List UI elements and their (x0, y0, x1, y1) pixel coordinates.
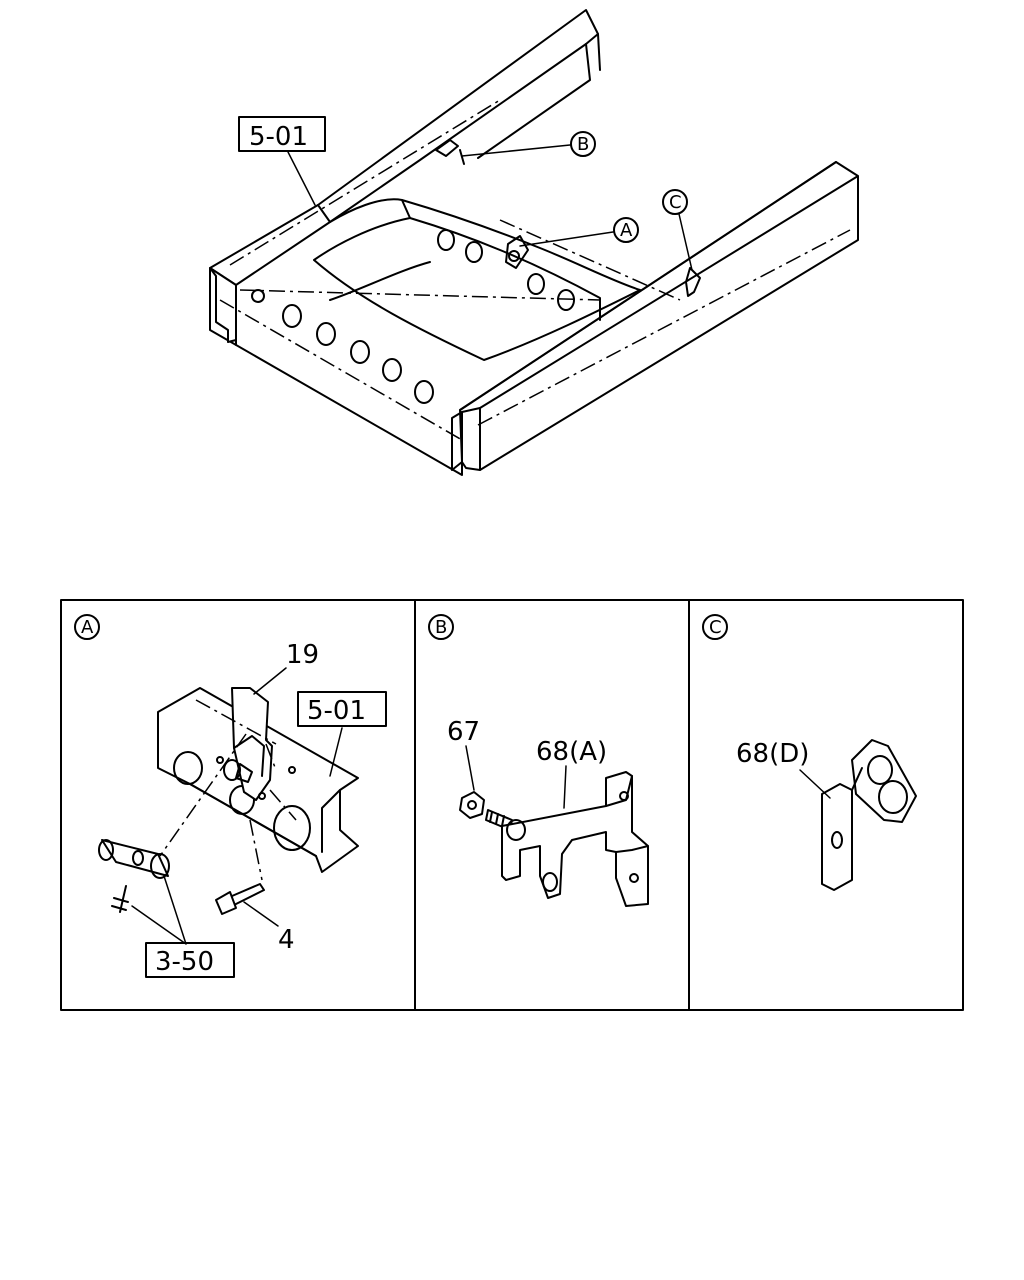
detail-panel-a: A 19 5-01 (74, 614, 387, 978)
chassis-frame-overview: 5-01 B A C (209, 9, 859, 476)
detail-panel-c: C 68(D) (702, 614, 917, 891)
panel-b-tag: B (435, 617, 447, 638)
callout-c-label: C (669, 192, 682, 213)
panel-c-part-bracket-label: 68(D) (736, 739, 809, 769)
panel-b-part-nut-label: 67 (447, 717, 480, 747)
panel-a-ref-pipe-label: 3-50 (155, 947, 214, 977)
detail-panels (60, 599, 964, 1011)
callout-a-label: A (620, 220, 633, 241)
panel-a-ref-frame-label: 5-01 (307, 696, 366, 726)
panel-a-part-bolt-label: 4 (278, 925, 295, 955)
panel-c-tag: C (709, 617, 722, 638)
panel-a-part-bracket-label: 19 (286, 640, 319, 670)
overview-ref-frame-label: 5-01 (249, 122, 308, 152)
panel-a-tag: A (81, 617, 94, 638)
callout-b-label: B (577, 134, 589, 155)
detail-panel-b: B 67 68(A) (428, 614, 649, 907)
panel-b-part-bracket-label: 68(A) (536, 737, 607, 767)
